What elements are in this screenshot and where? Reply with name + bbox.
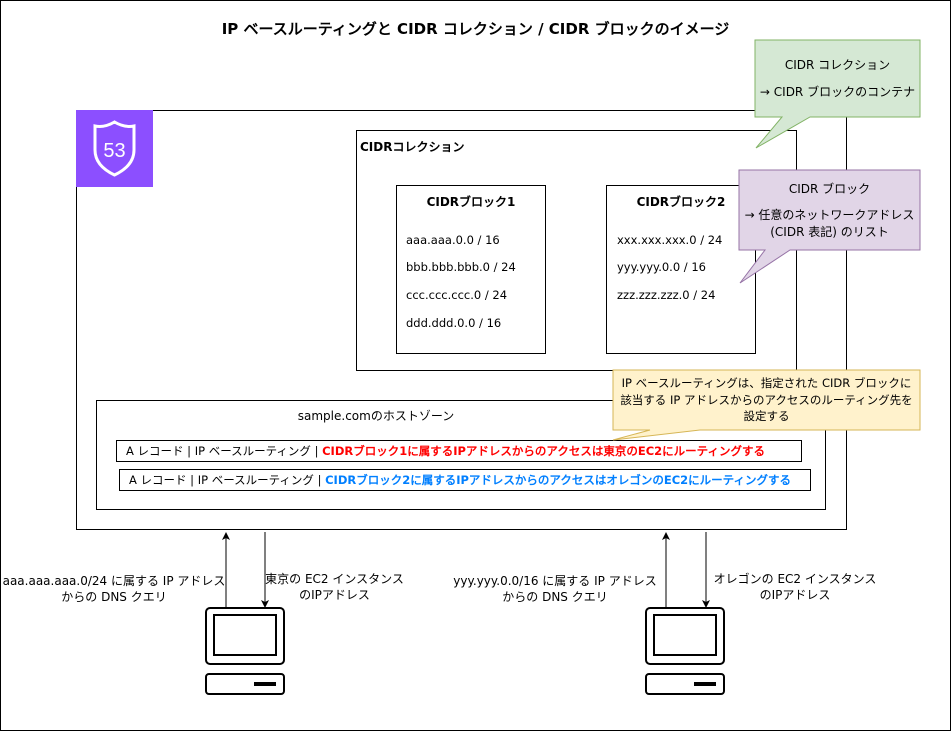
query-line: aaa.aaa.aaa.0/24 に属する IP アドレス	[2, 574, 226, 588]
query-label-2: yyy.yyy.0.0/16 に属する IP アドレス からの DNS クエリ	[450, 573, 660, 605]
callout-line: CIDR コレクション	[784, 58, 891, 72]
query-line: からの DNS クエリ	[502, 590, 608, 605]
callout-line: 設定する	[743, 409, 790, 424]
route53-icon-label: 53	[103, 140, 125, 162]
cidr-entry: ccc.ccc.ccc.0 / 24	[406, 288, 508, 302]
cidr-block-2	[606, 185, 756, 354]
cidr-block-1-label: CIDRブロック1	[426, 195, 516, 209]
query-line: からの DNS クエリ	[61, 590, 167, 605]
callout-line: 該当する IP アドレスからのアクセスのルーティング先を	[620, 392, 913, 407]
callout-block-text: CIDR ブロック → 任意のネットワークアドレス (CIDR 表記) のリスト	[739, 181, 920, 240]
callout-line: → 任意のネットワークアドレス	[744, 207, 915, 222]
record-routing-rule: CIDRブロック2に属するIPアドレスからのアクセスはオレゴンのEC2にルーティ…	[325, 473, 791, 487]
callout-line: → CIDR ブロックのコンテナ	[759, 85, 916, 99]
record-routing-rule: CIDRブロック1に属するIPアドレスからのアクセスは東京のEC2にルーティング…	[322, 444, 765, 458]
cidr-block-1	[396, 185, 546, 354]
record-prefix: A レコード | IP ベースルーティング |	[129, 473, 326, 487]
answer-label-1: 東京の EC2 インスタンス のIPアドレス	[262, 571, 407, 603]
cidr-entry: xxx.xxx.xxx.0 / 24	[617, 233, 723, 247]
a-record-1: A レコード | IP ベースルーティング | CIDRブロック1に属するIPア…	[116, 440, 802, 462]
route53-icon: 53	[76, 110, 153, 187]
answer-line: のIPアドレス	[299, 588, 370, 603]
cidr-block-2-label: CIDRブロック2	[636, 195, 726, 209]
diagram-title: IP ベースルーティングと CIDR コレクション / CIDR ブロックのイメ…	[221, 20, 730, 38]
callout-line: (CIDR 表記) のリスト	[770, 224, 889, 239]
record-prefix: A レコード | IP ベースルーティング |	[126, 444, 323, 458]
a-record-2: A レコード | IP ベースルーティング | CIDRブロック2に属するIPア…	[119, 469, 811, 491]
answer-line: のIPアドレス	[759, 588, 831, 603]
callout-routing-text: IP ベースルーティングは、指定された CIDR ブロックに 該当する IP ア…	[613, 375, 920, 425]
hosted-zone-label: sample.comのホストゾーン	[297, 409, 455, 423]
answer-line: オレゴンの EC2 インスタンス	[713, 572, 877, 586]
cidr-entry: aaa.aaa.0.0 / 16	[406, 233, 500, 247]
callout-collection-text: CIDR コレクション → CIDR ブロックのコンテナ	[755, 56, 920, 101]
query-label-1: aaa.aaa.aaa.0/24 に属する IP アドレス からの DNS クエ…	[0, 573, 228, 605]
cidr-entry: yyy.yyy.0.0 / 16	[617, 260, 706, 274]
answer-label-2: オレゴンの EC2 インスタンス のIPアドレス	[710, 571, 880, 603]
callout-line: IP ベースルーティングは、指定された CIDR ブロックに	[621, 376, 912, 390]
shield-icon: 53	[93, 120, 136, 177]
cidr-entry: ddd.ddd.0.0 / 16	[406, 316, 502, 330]
cidr-entry: zzz.zzz.zzz.0 / 24	[617, 288, 716, 302]
cidr-entry: bbb.bbb.bbb.0 / 24	[406, 260, 516, 274]
answer-line: 東京の EC2 インスタンス	[265, 572, 404, 586]
query-line: yyy.yyy.0.0/16 に属する IP アドレス	[453, 574, 657, 588]
callout-line: CIDR ブロック	[788, 182, 871, 196]
cidr-collection-label: CIDRコレクション	[360, 140, 465, 154]
